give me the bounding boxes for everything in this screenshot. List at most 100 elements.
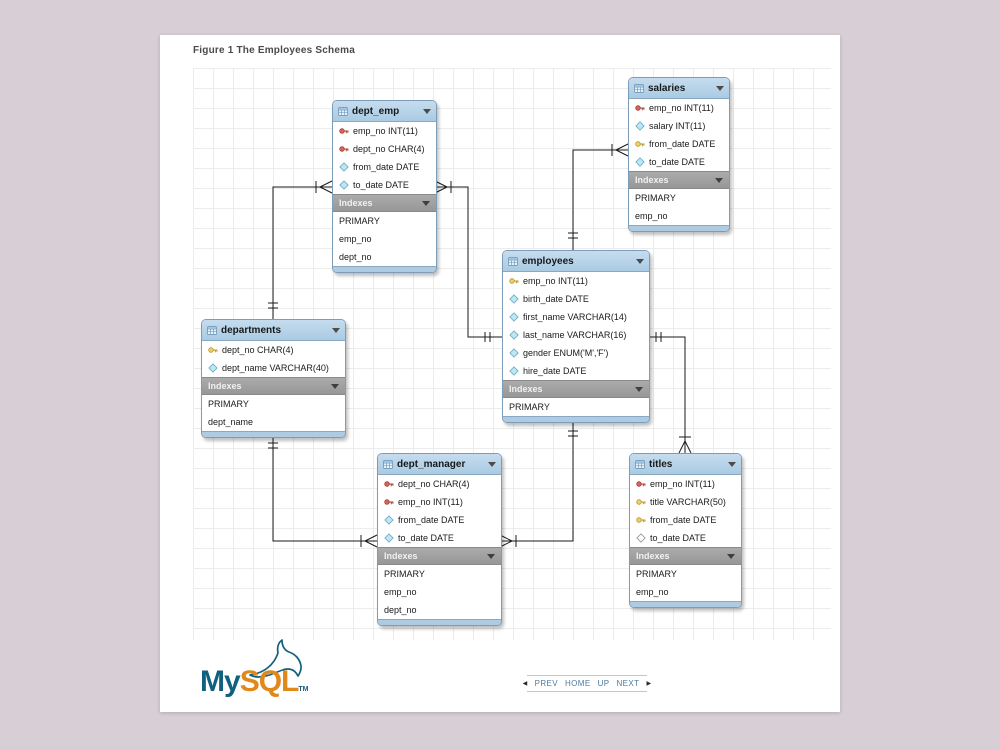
key-yellow-icon <box>509 276 519 286</box>
column-text: to_date DATE <box>650 533 706 543</box>
collapse-arrow-icon <box>728 461 736 467</box>
column-text: emp_no INT(11) <box>523 276 588 286</box>
figure-caption: Figure 1 The Employees Schema <box>193 45 355 56</box>
indexes-label: Indexes <box>384 551 418 561</box>
key-red-icon <box>635 103 645 113</box>
diamond-cyan-icon <box>509 348 519 358</box>
column-text: dept_no CHAR(4) <box>222 345 294 355</box>
diamond-cyan-icon <box>509 312 519 322</box>
column-text: dept_name VARCHAR(40) <box>222 363 329 373</box>
indexes-bar: Indexes <box>503 380 649 398</box>
table-icon <box>207 325 217 335</box>
table-header: departments <box>202 320 345 341</box>
table-footer <box>378 619 501 625</box>
column-text: from_date DATE <box>649 139 716 149</box>
column-row: to_date DATE <box>378 529 501 547</box>
key-red-icon <box>636 479 646 489</box>
column-text: dept_no CHAR(4) <box>353 144 425 154</box>
key-red-icon <box>339 126 349 136</box>
index-row: PRIMARY <box>636 569 677 579</box>
diamond-cyan-icon <box>384 533 394 543</box>
mysql-logo: MySQLTM <box>200 639 320 707</box>
column-text: emp_no INT(11) <box>353 126 418 136</box>
table-title: dept_emp <box>352 105 400 117</box>
prev-arrow-icon: ◀ <box>522 681 528 687</box>
diamond-cyan-icon <box>509 294 519 304</box>
diamond-cyan-icon <box>339 180 349 190</box>
collapse-arrow-icon <box>636 258 644 264</box>
table-icon <box>338 106 348 116</box>
index-row: PRIMARY <box>208 399 249 409</box>
key-red-icon <box>384 497 394 507</box>
column-text: from_date DATE <box>398 515 465 525</box>
indexes-bar: Indexes <box>333 194 436 212</box>
column-row: to_date DATE <box>629 153 729 171</box>
column-row: dept_name VARCHAR(40) <box>202 359 345 377</box>
column-row: dept_no CHAR(4) <box>333 140 436 158</box>
collapse-arrow-icon <box>422 200 430 206</box>
diamond-cyan-icon <box>339 162 349 172</box>
index-row: dept_no <box>339 252 372 262</box>
column-row: emp_no INT(11) <box>503 272 649 290</box>
diamond-cyan-icon <box>384 515 394 525</box>
indexes-label: Indexes <box>208 381 242 391</box>
column-row: first_name VARCHAR(14) <box>503 308 649 326</box>
table-header: dept_emp <box>333 101 436 122</box>
indexes-label: Indexes <box>339 198 373 208</box>
column-row: emp_no INT(11) <box>333 122 436 140</box>
column-row: from_date DATE <box>378 511 501 529</box>
column-row: to_date DATE <box>630 529 741 547</box>
column-row: last_name VARCHAR(16) <box>503 326 649 344</box>
collapse-arrow-icon <box>488 461 496 467</box>
column-row: from_date DATE <box>630 511 741 529</box>
indexes-bar: Indexes <box>629 171 729 189</box>
diamond-cyan-icon <box>635 157 645 167</box>
key-yellow-icon <box>636 497 646 507</box>
table-departments: departments dept_no CHAR(4) dept_name VARC… <box>201 319 346 438</box>
column-text: title VARCHAR(50) <box>650 497 726 507</box>
indexes-label: Indexes <box>636 551 670 561</box>
nav-link-prev[interactable]: PREV <box>534 679 558 688</box>
index-row: PRIMARY <box>384 569 425 579</box>
column-row: gender ENUM('M','F') <box>503 344 649 362</box>
diamond-cyan-icon <box>509 330 519 340</box>
next-arrow-icon: ▶ <box>646 681 652 687</box>
column-text: first_name VARCHAR(14) <box>523 312 627 322</box>
table-icon <box>508 256 518 266</box>
dolphin-icon <box>249 639 302 678</box>
index-row: emp_no <box>339 234 372 244</box>
table-footer <box>630 601 741 607</box>
column-row: dept_no CHAR(4) <box>378 475 501 493</box>
indexes-label: Indexes <box>509 384 543 394</box>
column-text: last_name VARCHAR(16) <box>523 330 627 340</box>
diamond-white-icon <box>636 533 646 543</box>
table-footer <box>333 266 436 272</box>
column-text: to_date DATE <box>649 157 705 167</box>
column-row: to_date DATE <box>333 176 436 194</box>
index-row: PRIMARY <box>509 402 550 412</box>
nav-link-up[interactable]: UP <box>597 679 610 688</box>
collapse-arrow-icon <box>332 327 340 333</box>
table-title: employees <box>522 255 574 267</box>
column-text: from_date DATE <box>650 515 717 525</box>
collapse-arrow-icon <box>715 177 723 183</box>
column-row: emp_no INT(11) <box>378 493 501 511</box>
index-row: dept_no <box>384 605 417 615</box>
table-icon <box>383 459 393 469</box>
collapse-arrow-icon <box>423 108 431 114</box>
table-header: salaries <box>629 78 729 99</box>
collapse-arrow-icon <box>716 85 724 91</box>
diamond-cyan-icon <box>208 363 218 373</box>
nav-link-next[interactable]: NEXT <box>616 679 640 688</box>
nav-link-home[interactable]: HOME <box>564 679 591 688</box>
table-title: departments <box>221 324 282 336</box>
table-icon <box>634 83 644 93</box>
collapse-arrow-icon <box>635 386 643 392</box>
indexes-bar: Indexes <box>202 377 345 395</box>
